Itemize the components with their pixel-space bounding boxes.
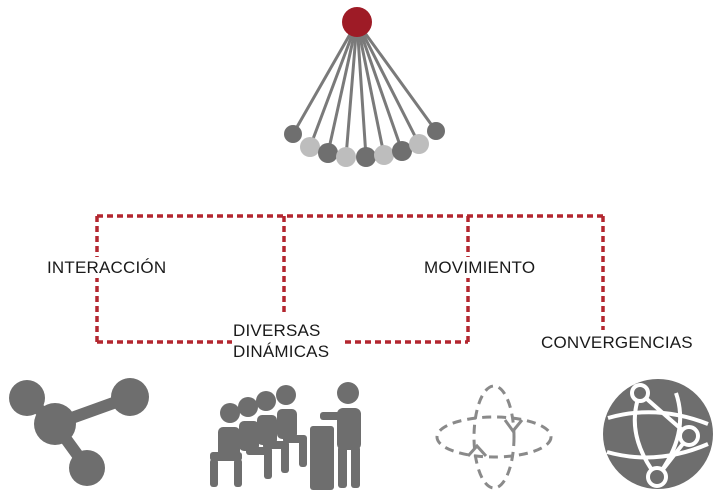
meeting-group-icon (210, 382, 361, 490)
label-diversas-line1: DIVERSAS (233, 321, 321, 340)
molecule-icon (9, 378, 149, 486)
rotation-icon (435, 384, 553, 490)
pendulum-icon (284, 7, 445, 167)
pendulum-pivot (342, 7, 372, 37)
pendulum-ball (392, 141, 412, 161)
label-convergencias: CONVERGENCIAS (541, 332, 693, 353)
pendulum-ball (409, 134, 429, 154)
network-globe-icon (603, 379, 713, 489)
pendulum-ball (300, 137, 320, 157)
label-movimiento: MOVIMIENTO (424, 257, 536, 278)
pendulum-ball (374, 145, 394, 165)
pendulum-ball (284, 125, 302, 143)
label-interaccion: INTERACCIÓN (47, 257, 167, 278)
pendulum-ball (336, 147, 356, 167)
dashed-connectors (95, 214, 605, 344)
pendulum-ball (427, 122, 445, 140)
label-diversas-line2: DINÁMICAS (233, 342, 330, 361)
pendulum-ball (356, 147, 376, 167)
label-diversas-dinamicas: DIVERSAS DINÁMICAS (233, 320, 330, 362)
pendulum-ball (318, 143, 338, 163)
